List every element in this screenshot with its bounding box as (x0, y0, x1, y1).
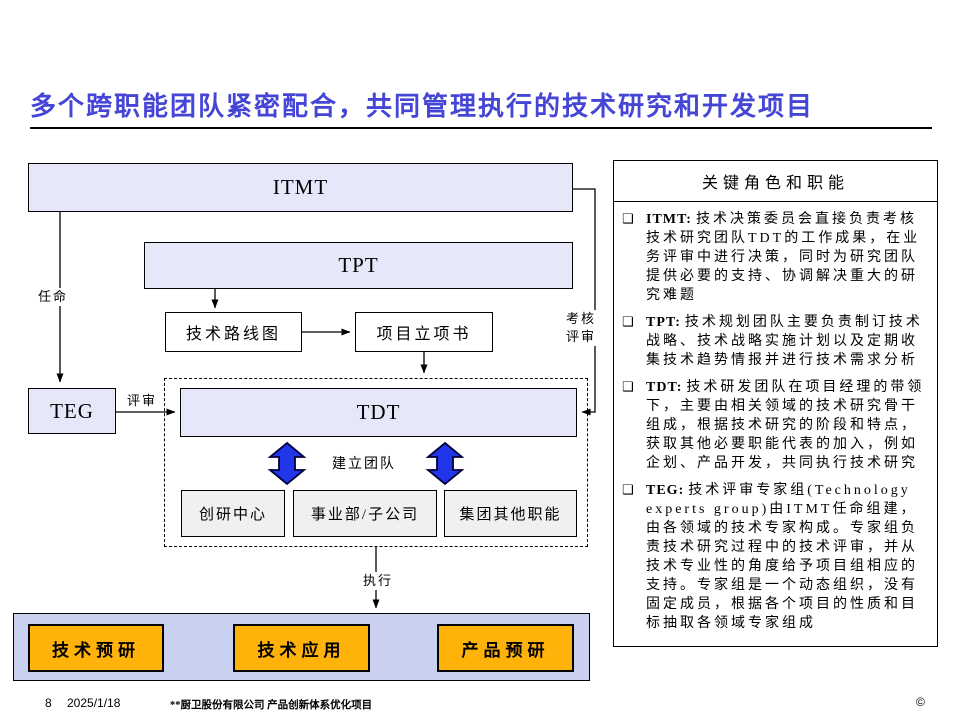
node-business-unit: 事业部/子公司 (293, 490, 437, 537)
node-project-proposal: 项目立项书 (355, 312, 493, 352)
key-roles-panel: 关键角色和职能 ❑ ITMT:技术决策委员会直接负责考核技术研究团队TDT的工作… (613, 160, 938, 647)
node-tech-preresearch: 技术预研 (28, 624, 164, 672)
panel-item-text: TPT:技术规划团队主要负责制订技术战略、技术战略实施计划以及定期收集技术趋势情… (646, 313, 931, 370)
term-teg: TEG: (646, 483, 685, 498)
node-itmt: ITMT (28, 163, 573, 212)
edge-label-execute: 执行 (361, 572, 396, 590)
edge-label-review: 评审 (125, 392, 160, 410)
page-title: 多个跨职能团队紧密配合，共同管理执行的技术研究和开发项目 (30, 92, 815, 121)
checkbox-bullet-icon: ❑ (622, 483, 634, 498)
node-innovation-center: 创研中心 (181, 490, 285, 537)
desc-itmt: 技术决策委员会直接负责考核技术研究团队TDT的工作成果，在业务评审中进行决策，同… (646, 212, 921, 303)
footer-date: 2025/1/18 (67, 696, 121, 710)
node-teg: TEG (28, 388, 116, 434)
panel-title: 关键角色和职能 (614, 161, 937, 202)
node-tpt: TPT (144, 242, 573, 289)
node-tech-roadmap: 技术路线图 (165, 312, 302, 352)
tdt-group-frame (164, 378, 588, 547)
term-itmt: ITMT: (646, 212, 692, 227)
node-tdt: TDT (180, 388, 577, 437)
edge-label-assess-line1: 考核 (566, 311, 597, 326)
panel-item-tpt: ❑ TPT:技术规划团队主要负责制订技术战略、技术战略实施计划以及定期收集技术趋… (622, 313, 931, 370)
checkbox-bullet-icon: ❑ (622, 315, 634, 330)
panel-item-tdt: ❑ TDT:技术研发团队在项目经理的带领下，主要由相关领域的技术研究骨干组成，根… (622, 378, 931, 473)
checkbox-bullet-icon: ❑ (622, 380, 634, 395)
panel-item-text: TDT:技术研发团队在项目经理的带领下，主要由相关领域的技术研究骨干组成，根据技… (646, 378, 931, 473)
node-product-preresearch: 产品预研 (437, 624, 574, 672)
panel-item-text: TEG:技术评审专家组(Technology experts group)由IT… (646, 481, 931, 633)
copyright-icon: © (916, 695, 925, 709)
panel-item-teg: ❑ TEG:技术评审专家组(Technology experts group)由… (622, 481, 931, 633)
node-tech-application: 技术应用 (233, 624, 370, 672)
edge-label-assess-line2: 评审 (566, 329, 597, 344)
term-tpt: TPT: (646, 315, 681, 330)
desc-tdt: 技术研发团队在项目经理的带领下，主要由相关领域的技术研究骨干组成，根据技术研究的… (646, 380, 925, 471)
term-tdt: TDT: (646, 380, 683, 395)
edge-label-appoint: 任命 (36, 288, 71, 306)
panel-body: ❑ ITMT:技术决策委员会直接负责考核技术研究团队TDT的工作成果，在业务评审… (614, 202, 937, 645)
desc-tpt: 技术规划团队主要负责制订技术战略、技术战略实施计划以及定期收集技术趋势情报并进行… (646, 315, 923, 368)
page-number: 8 (45, 696, 52, 710)
desc-teg: 技术评审专家组(Technology experts group)由ITMT任命… (646, 483, 918, 631)
checkbox-bullet-icon: ❑ (622, 212, 634, 227)
title-divider (30, 127, 932, 129)
panel-item-itmt: ❑ ITMT:技术决策委员会直接负责考核技术研究团队TDT的工作成果，在业务评审… (622, 210, 931, 305)
edge-label-build-team: 建立团队 (330, 456, 398, 474)
footer-project: **厨卫股份有限公司 产品创新体系优化项目 (170, 700, 373, 711)
node-group-functions: 集团其他职能 (444, 490, 577, 537)
edge-label-assess-review: 考核 评审 (564, 310, 599, 346)
panel-item-text: ITMT:技术决策委员会直接负责考核技术研究团队TDT的工作成果，在业务评审中进… (646, 210, 931, 305)
